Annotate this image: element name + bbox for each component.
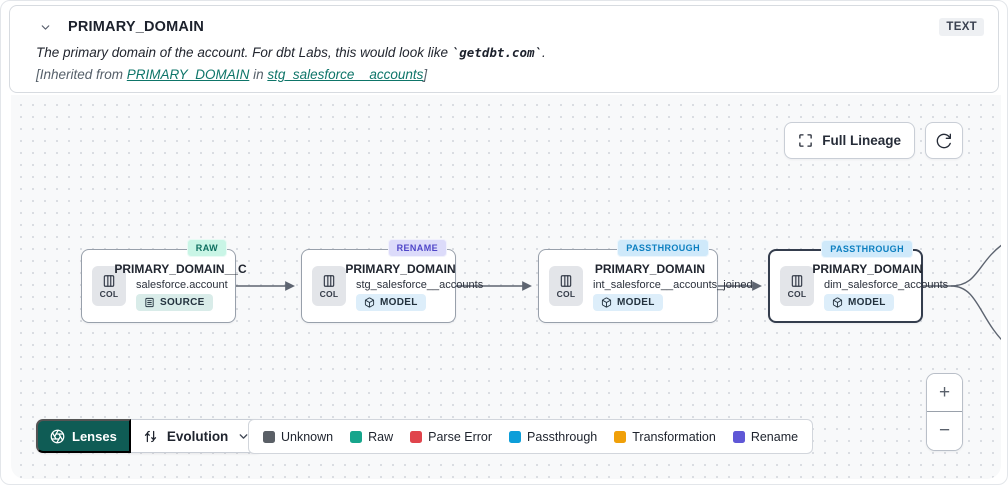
node-model-name: int_salesforce__accounts_joined bbox=[593, 278, 753, 291]
status-badge: PASSTHROUGH bbox=[821, 240, 913, 258]
columns-icon bbox=[322, 274, 336, 288]
status-badge: RENAME bbox=[387, 239, 447, 257]
zoom-control: + − bbox=[926, 373, 963, 451]
evolution-route-icon bbox=[143, 429, 158, 444]
columns-icon bbox=[102, 274, 116, 288]
lenses-control: Lenses Evolution bbox=[36, 419, 264, 453]
legend-item-raw: Raw bbox=[350, 430, 393, 444]
collapse-chevron-icon[interactable] bbox=[36, 18, 54, 36]
lineage-node-intermediate[interactable]: PASSTHROUGH COL PRIMARY_DOMAIN int_sales… bbox=[538, 239, 753, 323]
legend-swatch bbox=[614, 430, 627, 443]
column-chip: COL bbox=[549, 266, 583, 306]
canvas-toolbar: Full Lineage bbox=[784, 122, 963, 159]
source-icon bbox=[144, 297, 155, 308]
node-model-name: dim_salesforce_accounts bbox=[824, 278, 949, 291]
model-cube-icon bbox=[832, 296, 843, 308]
lineage-node-staging[interactable]: RENAME COL PRIMARY_DOMAIN stg_salesforce… bbox=[301, 239, 483, 323]
node-title: PRIMARY_DOMAIN__C bbox=[114, 261, 247, 276]
column-chip: COL bbox=[312, 266, 346, 306]
legend-swatch bbox=[350, 430, 363, 443]
column-chip: COL bbox=[92, 266, 126, 306]
lineage-node-dim-selected[interactable]: PASSTHROUGH COL PRIMARY_DOMAIN dim_sales… bbox=[768, 240, 948, 323]
model-cube-icon bbox=[601, 296, 612, 308]
resource-type-badge: MODEL bbox=[356, 293, 426, 311]
zoom-out-button[interactable]: − bbox=[927, 412, 962, 450]
node-model-name: salesforce.account bbox=[136, 278, 228, 291]
inherited-model-link[interactable]: stg_salesforce__accounts bbox=[267, 67, 424, 82]
node-title: PRIMARY_DOMAIN bbox=[345, 261, 456, 276]
legend-item-rename: Rename bbox=[732, 430, 798, 444]
inherited-column-link[interactable]: PRIMARY_DOMAIN bbox=[126, 67, 250, 82]
aperture-icon bbox=[50, 429, 65, 444]
inherited-from-line: [Inherited from PRIMARY_DOMAIN in stg_sa… bbox=[36, 67, 428, 82]
legend-item-passthrough: Passthrough bbox=[509, 430, 597, 444]
columns-icon bbox=[559, 274, 573, 288]
status-legend: Unknown Raw Parse Error Passthrough Tran… bbox=[248, 419, 814, 454]
legend-item-unknown: Unknown bbox=[263, 430, 333, 444]
lens-dropdown[interactable]: Evolution bbox=[130, 419, 264, 453]
column-description: The primary domain of the account. For d… bbox=[36, 45, 546, 60]
refresh-icon bbox=[936, 133, 952, 149]
legend-swatch bbox=[263, 430, 275, 443]
node-title: PRIMARY_DOMAIN bbox=[594, 261, 706, 276]
lineage-edges bbox=[236, 244, 1001, 341]
resource-type-badge: MODEL bbox=[824, 293, 894, 311]
chevron-down-icon bbox=[237, 430, 250, 443]
status-badge: PASSTHROUGH bbox=[617, 239, 709, 257]
full-lineage-button[interactable]: Full Lineage bbox=[784, 122, 915, 159]
status-badge: RAW bbox=[186, 239, 227, 257]
legend-swatch bbox=[509, 430, 522, 443]
model-cube-icon bbox=[364, 296, 375, 308]
legend-item-transformation: Transformation bbox=[614, 430, 716, 444]
zoom-in-button[interactable]: + bbox=[927, 374, 962, 412]
lineage-node-source[interactable]: RAW COL PRIMARY_DOMAIN__C salesforce.acc… bbox=[81, 239, 247, 323]
inline-code: `getdbt.com` bbox=[451, 45, 543, 60]
column-chip: COL bbox=[780, 266, 814, 306]
column-type-badge: TEXT bbox=[939, 18, 984, 36]
columns-icon bbox=[790, 274, 804, 288]
expand-icon bbox=[798, 133, 813, 148]
resource-type-badge: MODEL bbox=[593, 293, 663, 311]
legend-item-parse-error: Parse Error bbox=[410, 430, 492, 444]
legend-swatch bbox=[410, 430, 423, 443]
lineage-canvas[interactable]: Full Lineage RAW COL PRIMARY_DOMAIN__C s… bbox=[11, 95, 1001, 479]
node-title: PRIMARY_DOMAIN bbox=[812, 261, 923, 276]
node-model-name: stg_salesforce__accounts bbox=[356, 278, 484, 291]
column-details-card: PRIMARY_DOMAIN TEXT The primary domain o… bbox=[9, 5, 999, 93]
lenses-button[interactable]: Lenses bbox=[36, 419, 131, 453]
lens-dropdown-value: Evolution bbox=[166, 428, 229, 444]
legend-swatch bbox=[732, 430, 745, 443]
column-title: PRIMARY_DOMAIN bbox=[68, 19, 204, 35]
resource-type-badge: SOURCE bbox=[136, 293, 213, 311]
refresh-button[interactable] bbox=[925, 122, 963, 159]
